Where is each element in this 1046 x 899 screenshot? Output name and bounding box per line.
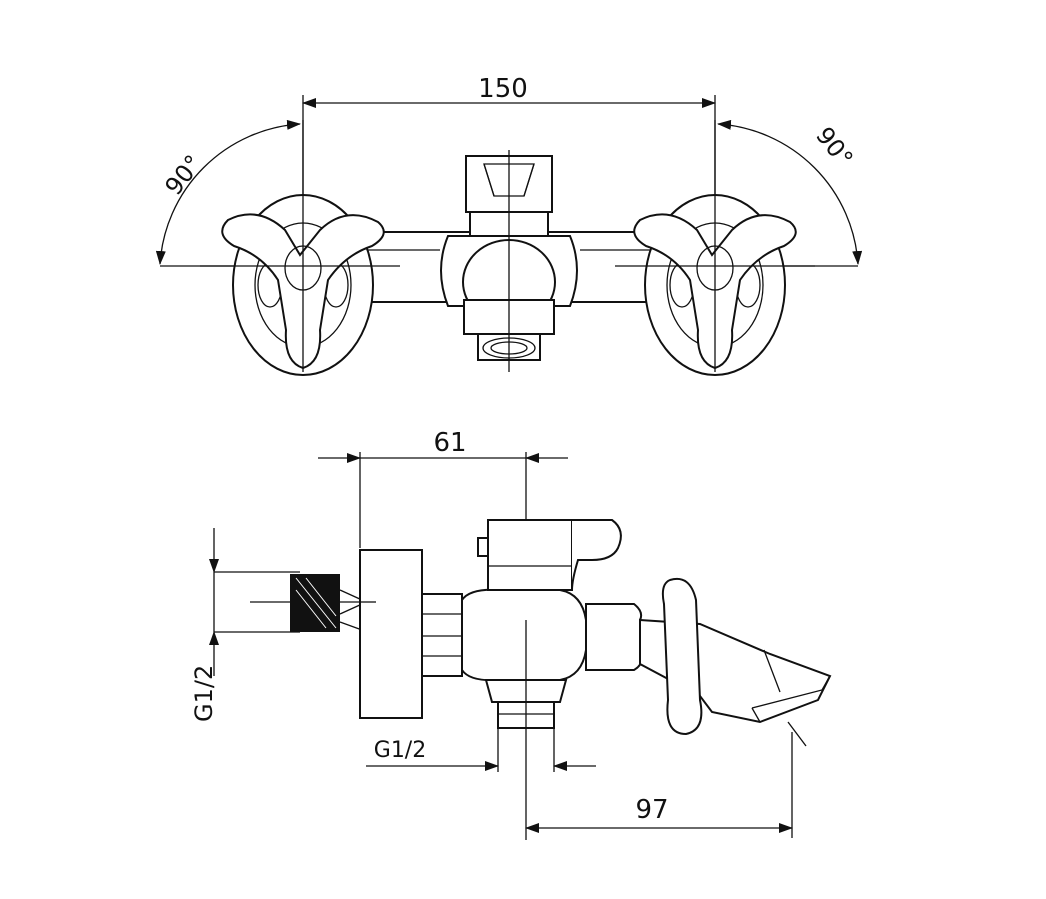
outlet-thread-label: G1/2 bbox=[374, 738, 426, 763]
left-handle bbox=[200, 120, 400, 376]
diverter-and-outlet bbox=[440, 150, 578, 372]
side-body bbox=[461, 588, 587, 682]
inlet-fitting bbox=[250, 574, 363, 632]
dimension-150-label: 150 bbox=[478, 74, 528, 104]
dimension-97-label: 97 bbox=[635, 795, 668, 825]
left-rotation-label: 90° bbox=[160, 150, 208, 201]
spout bbox=[585, 578, 832, 747]
side-view: 61 G1/2 bbox=[190, 428, 832, 840]
inlet-thread-label: G1/2 bbox=[190, 665, 218, 722]
inlet-thread-dimension: G1/2 bbox=[190, 528, 300, 722]
wall-flange bbox=[359, 549, 423, 719]
dimension-61-label: 61 bbox=[433, 428, 466, 458]
connector-nut bbox=[421, 593, 463, 677]
dimension-97: 97 bbox=[525, 732, 793, 838]
right-rotation-label: 90° bbox=[810, 122, 858, 173]
outlet-thread-dimension: G1/2 bbox=[366, 728, 596, 772]
right-handle bbox=[615, 120, 815, 376]
front-view: 150 90° 90° bbox=[155, 74, 863, 376]
diverter-handle bbox=[477, 519, 622, 591]
